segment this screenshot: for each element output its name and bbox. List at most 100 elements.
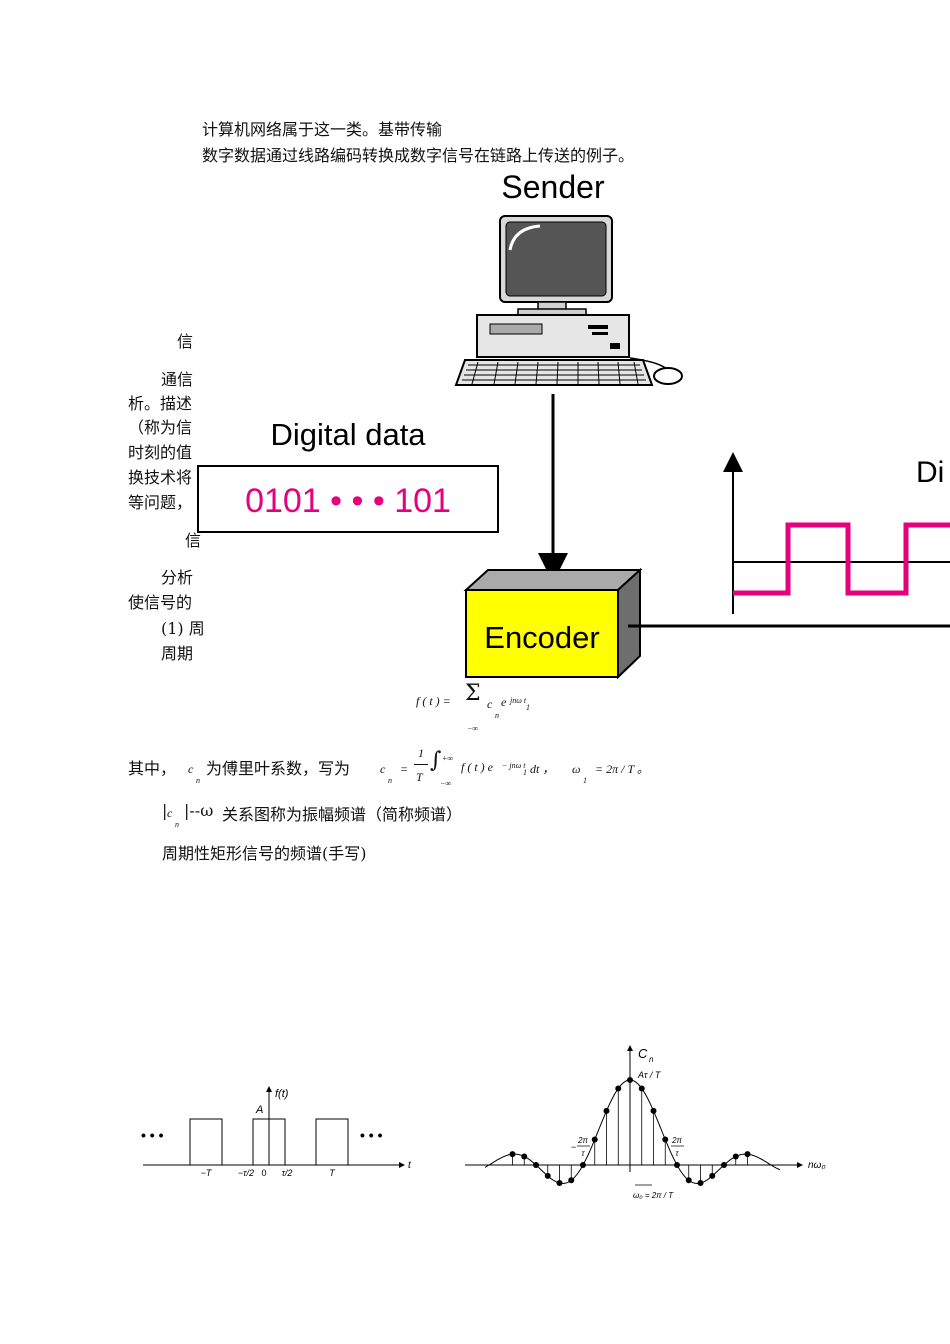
sender-label: Sender: [501, 169, 605, 205]
spectral-dot: [662, 1136, 669, 1143]
spectral-dot: [580, 1162, 586, 1168]
bar-suffix: |--ω: [184, 801, 214, 820]
formula-cn: c: [487, 697, 493, 711]
digital-data-box: [197, 465, 499, 533]
omega0-label: ω₀ = 2π / T: [633, 1191, 674, 1200]
coef-c: c: [188, 762, 194, 776]
t-axis-label: t: [408, 1160, 412, 1171]
omega-one-sub: 1: [583, 776, 587, 785]
bar-c: c: [167, 806, 173, 820]
spectral-dot: [591, 1136, 598, 1143]
bit-sequence: 0101 • • • 101: [245, 482, 451, 520]
spectral-dot: [697, 1180, 704, 1187]
spectral-dot: [685, 1177, 692, 1184]
formula-exponent: jnω t: [510, 696, 527, 705]
fragment-line: 时刻的值: [128, 443, 193, 462]
digital-signal-waveform: [733, 522, 950, 596]
amplitude-label: A: [255, 1104, 263, 1116]
integral-lower: −∞: [440, 779, 452, 788]
tick-label: T: [329, 1168, 336, 1178]
encoder-box: [463, 567, 643, 680]
fragment-line: 换技术将: [128, 468, 193, 487]
spectral-dot: [744, 1151, 751, 1158]
tick-label: −τ/2: [238, 1168, 254, 1178]
spectral-dot: [721, 1162, 727, 1168]
formula-cn-sub: n: [495, 711, 499, 720]
sinc-envelope: [484, 1079, 781, 1185]
spectral-dot: [709, 1172, 716, 1179]
fragment-line: 通信: [161, 370, 194, 389]
spectral-dot: [603, 1107, 610, 1114]
fragment-heading-1: 信: [177, 332, 194, 351]
rect-signal-plot: f(t) A t • • • • • • −T −τ/2 0 τ/2 T: [141, 1086, 412, 1178]
spectral-dot: [615, 1085, 622, 1092]
spectral-dot: [521, 1153, 528, 1160]
fragment-line: 析。描述: [128, 394, 193, 413]
spectral-dot: [568, 1177, 575, 1184]
pulse: [189, 1118, 223, 1165]
coef-c2: c: [380, 762, 386, 776]
peak-label: Aτ / T: [637, 1070, 662, 1080]
spectral-dot: [544, 1172, 551, 1179]
integrand-exponent: − jnω t: [502, 761, 526, 770]
where-text: 其中，: [128, 759, 177, 778]
omega-axis-label: nω₀: [808, 1160, 826, 1171]
fragment-line: (1) 周: [161, 619, 205, 638]
intro-line-1: 计算机网络属于这一类。基带传输: [202, 120, 443, 139]
encoder-label: Encoder: [484, 620, 599, 655]
integral-symbol: ∫: [430, 748, 442, 773]
bar-prefix: |: [162, 801, 168, 820]
spectral-dot: [627, 1077, 633, 1083]
frac-denominator: T: [416, 770, 423, 784]
tick-label: 0: [261, 1168, 266, 1178]
formula-lower-limit: −∞: [467, 724, 479, 733]
bar-c-sub: n: [175, 820, 179, 829]
formula-exponent-sub: 1: [526, 703, 530, 712]
spectrum-description: 关系图称为振幅频谱（简称频谱）: [222, 805, 463, 824]
ellipsis-right: • • •: [360, 1127, 383, 1143]
omega-one-rhs: = 2π / T 。: [595, 762, 649, 776]
tick-left-minus: −: [571, 1142, 576, 1152]
fragment-line: 分析: [161, 568, 194, 587]
baseband-diagram: Sender Digital data 0101 • • • 101 Encod…: [197, 169, 950, 680]
spectral-dot: [533, 1162, 539, 1168]
intro-line-2: 数字数据通过线路编码转换成数字信号在链路上传送的例子。: [202, 146, 635, 165]
tick-right-num: 2π: [671, 1136, 682, 1145]
spectral-dot: [732, 1153, 739, 1160]
fragment-line: 使信号的: [128, 593, 193, 612]
coef-c2-sub: n: [388, 776, 392, 785]
fragment-line: 周期: [161, 644, 194, 663]
digital-signal-label: Di: [916, 456, 944, 489]
tick-right-den: τ: [676, 1149, 680, 1158]
spectral-lines: [509, 1077, 751, 1187]
omega-one: ω: [572, 762, 581, 776]
sigma-symbol: Σ: [465, 681, 481, 706]
pulse: [252, 1118, 286, 1165]
coef-equals: =: [400, 762, 409, 776]
integral-upper: +∞: [442, 754, 454, 763]
coef-text: 为傅里叶系数，写为: [206, 759, 351, 778]
spectrum-plot: C n Aτ / T nω₀ 2π τ − 2π τ ω₀ = 2π / T: [465, 1045, 826, 1200]
spectral-dot: [509, 1151, 516, 1158]
formula-f: f ( t ) =: [416, 694, 451, 708]
fragment-line: （称为信: [128, 418, 193, 437]
formula-e: e: [501, 695, 507, 709]
f-axis-label: f(t): [275, 1088, 289, 1100]
tick-left-num: 2π: [577, 1136, 588, 1145]
spectral-dot: [638, 1085, 645, 1092]
fragment-heading-2: 信: [185, 531, 202, 550]
digital-data-label: Digital data: [270, 417, 426, 452]
spectral-dot: [556, 1180, 563, 1187]
integrand-exponent-sub: 1: [523, 768, 527, 777]
frac-numerator: 1: [418, 746, 424, 760]
cn-axis-label: C: [638, 1046, 648, 1061]
spectral-dot: [650, 1107, 657, 1114]
pulse: [315, 1118, 349, 1165]
fraction-bar: [414, 764, 428, 765]
cn-axis-sub: n: [649, 1055, 654, 1064]
tick-left-den: τ: [582, 1149, 586, 1158]
tick-label: τ/2: [282, 1168, 293, 1178]
coef-c-sub: n: [196, 776, 200, 785]
integrand-dt: dt ，: [530, 762, 555, 776]
ellipsis-left: • • •: [141, 1127, 164, 1143]
